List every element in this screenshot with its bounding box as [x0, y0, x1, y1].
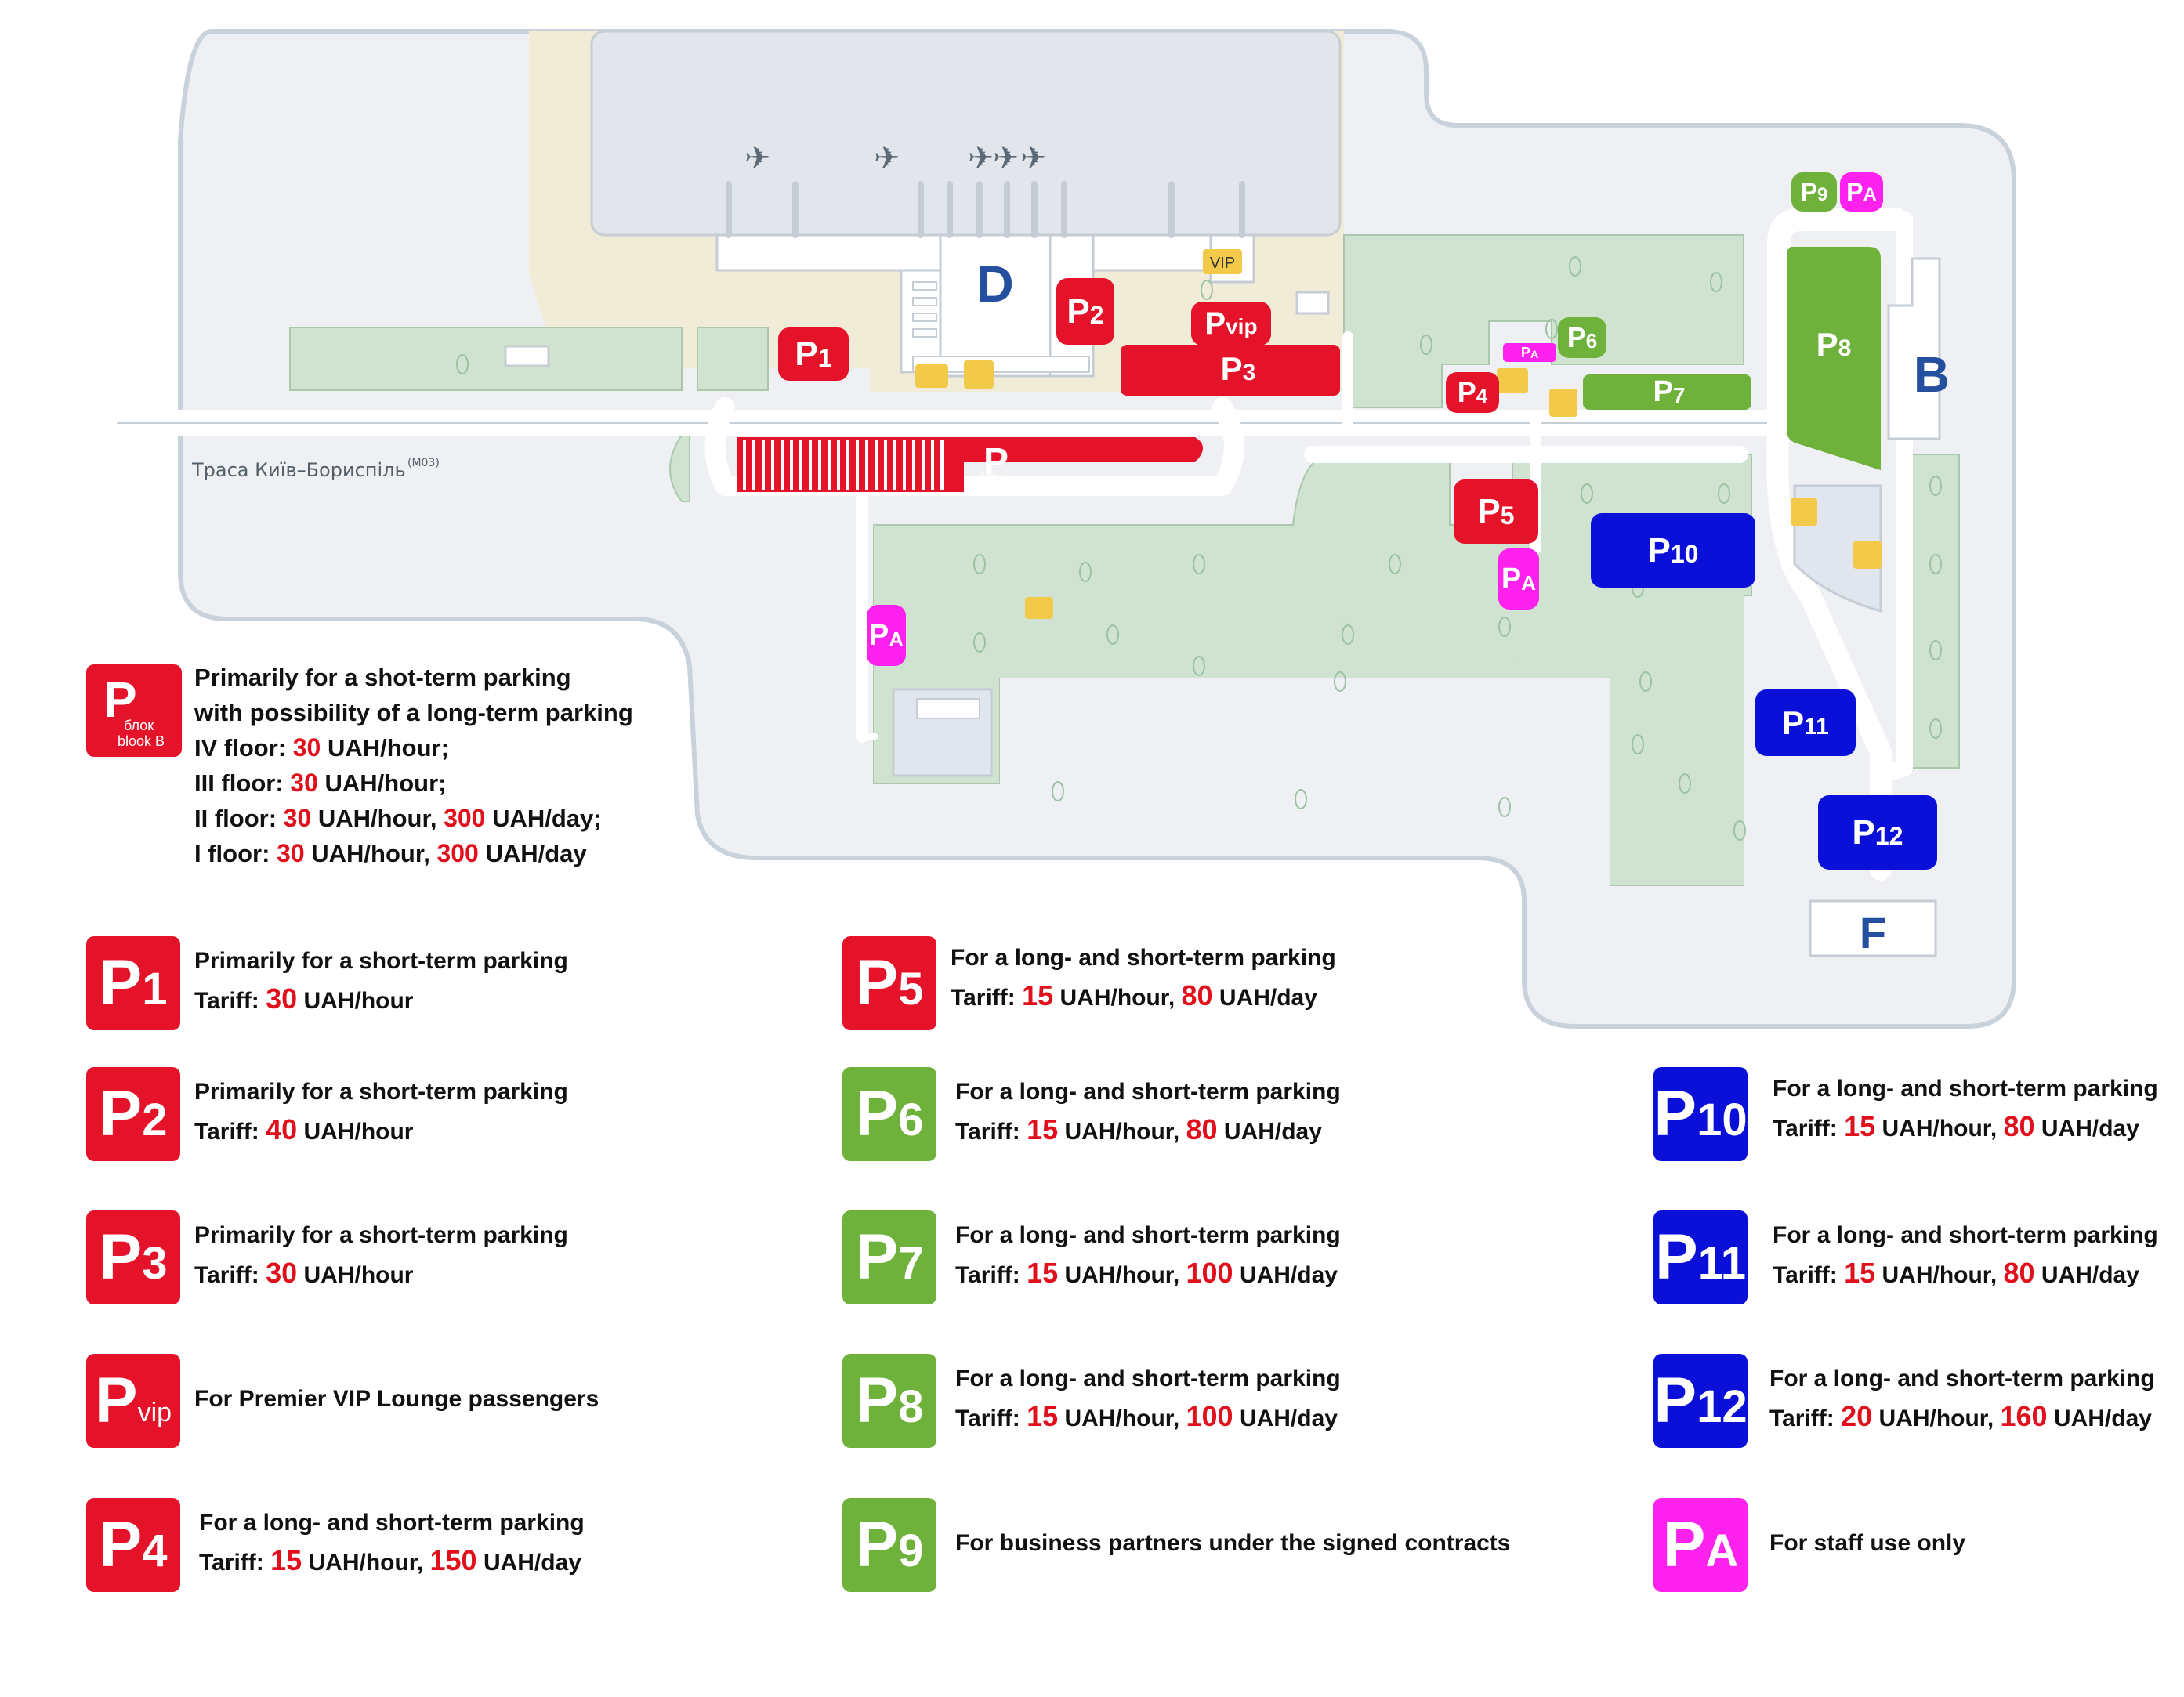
block-b-floor-3: III floor: 30 UAH/hour;: [194, 769, 447, 797]
tree-dots: [456, 256, 1942, 841]
block-b-description: Primarily for a shot-term parking with p…: [194, 660, 633, 871]
p3-lot: [1121, 345, 1340, 396]
vip-sign: [1203, 249, 1242, 274]
airport-parking-map: ✈✈ ✈✈✈ D VIP: [117, 29, 2016, 1029]
svg-text:✈: ✈: [744, 140, 771, 176]
block-b-floor-2: II floor: 30 UAH/hour, 300 UAH/day;: [194, 804, 602, 832]
block-b-floor-1: I floor: 30 UAH/hour, 300 UAH/day: [194, 839, 587, 867]
service-icons: [915, 360, 1882, 619]
svg-text:✈: ✈: [1020, 140, 1047, 176]
p7-lot: [1583, 374, 1751, 410]
terminal-d-label: D: [976, 255, 1014, 313]
p8-lot: [1787, 247, 1881, 470]
svg-text:✈: ✈: [968, 140, 994, 176]
terminal-b-building: [1887, 257, 1941, 440]
small-building: [1295, 291, 1330, 315]
block-b-badge: P блок blook B: [86, 664, 182, 757]
block-b-map-p: P: [983, 441, 1009, 483]
vip-label: VIP: [1210, 255, 1235, 272]
terminal-f-building: [1809, 899, 1937, 957]
block-b-line2: with possibility of a long-term parking: [194, 699, 633, 726]
road-code: (М03): [407, 457, 440, 469]
block-b-floor-4: IV floor: 30 UAH/hour;: [194, 733, 449, 762]
block-b-line1: Primarily for a shot-term parking: [194, 664, 571, 691]
svg-text:✈: ✈: [874, 140, 900, 176]
block-b-map-en: blook B: [980, 481, 1013, 493]
block-b-map-ua: блок: [980, 470, 1001, 482]
block-b-parking: P блок blook B: [737, 437, 1203, 493]
terminal-f-label: F: [1860, 908, 1886, 957]
terminal-d-building: [715, 181, 1255, 378]
storage-building-top: [916, 698, 980, 719]
building-left: [504, 345, 550, 367]
svg-text:✈: ✈: [993, 140, 1020, 176]
road-name: Траса Київ–Бориспіль: [191, 459, 406, 481]
airfield: [590, 30, 1342, 237]
airplane-icons: ✈✈ ✈✈✈: [744, 140, 1047, 176]
terminal-b-label: B: [1914, 346, 1950, 403]
